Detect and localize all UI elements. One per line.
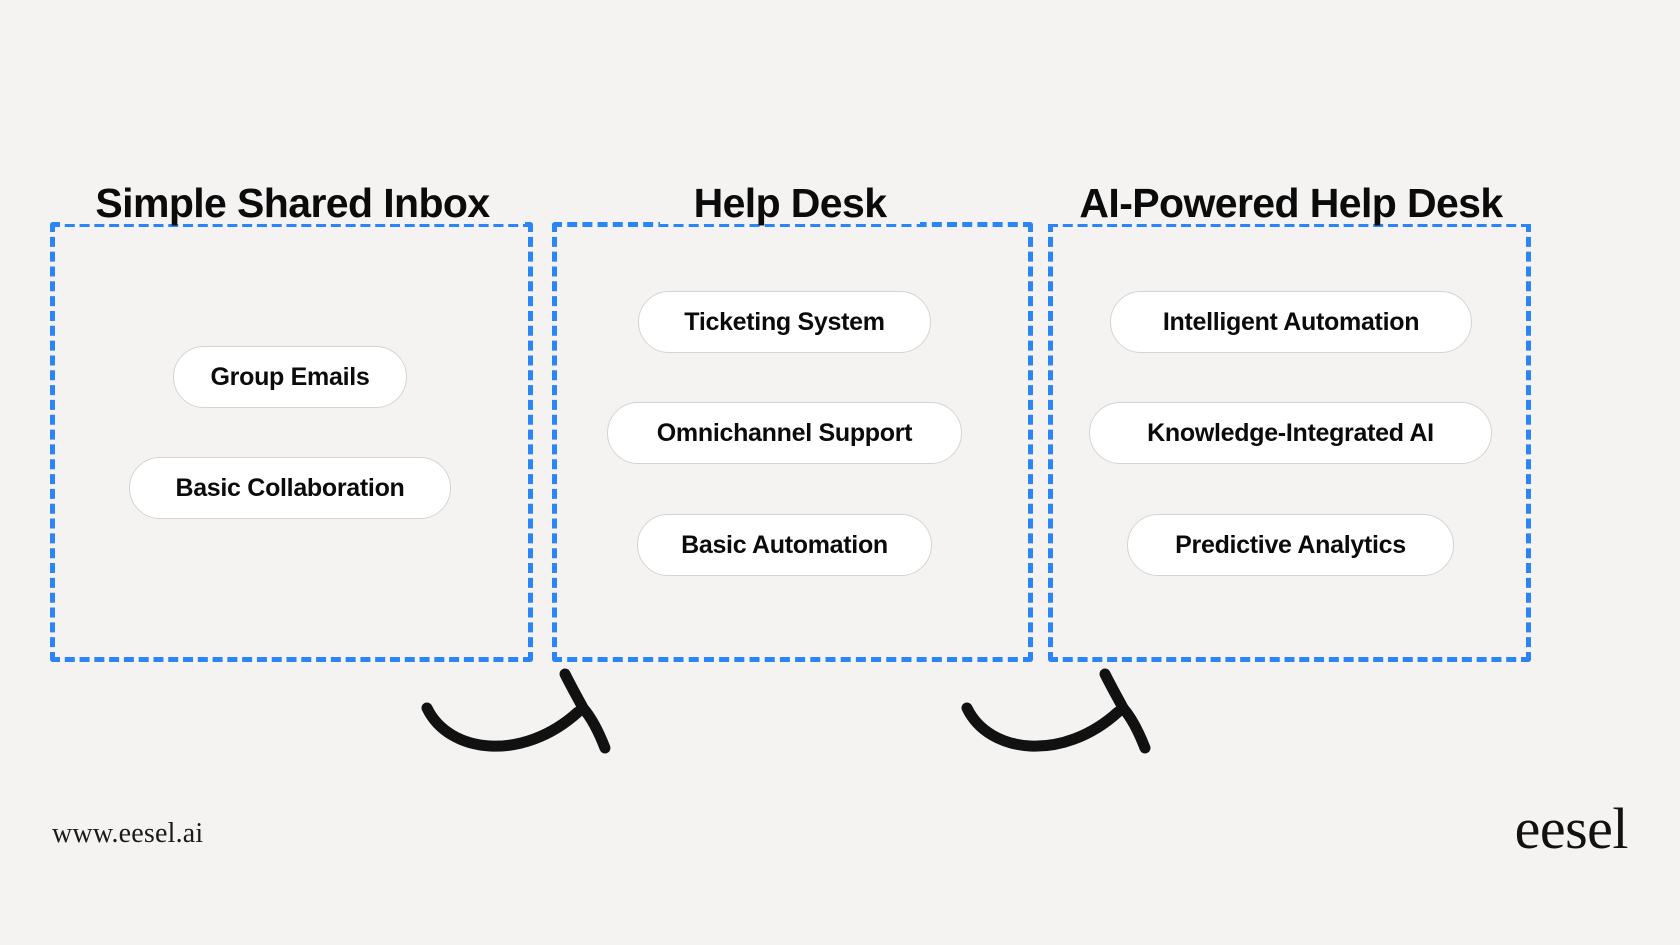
feature-pill-predictive-analytics[interactable]: Predictive Analytics	[1127, 514, 1454, 576]
stage-title-ai-powered-help-desk: AI-Powered Help Desk	[1042, 183, 1540, 224]
feature-pill-omnichannel-support[interactable]: Omnichannel Support	[607, 402, 962, 464]
stage-box-simple-shared-inbox	[50, 222, 533, 662]
feature-pill-basic-automation[interactable]: Basic Automation	[637, 514, 932, 576]
feature-pill-knowledge-integrated-ai[interactable]: Knowledge-Integrated AI	[1089, 402, 1492, 464]
brand-logo: eesel	[1514, 796, 1629, 861]
site-url-label: www.eesel.ai	[52, 818, 204, 849]
feature-pill-ticketing-system[interactable]: Ticketing System	[638, 291, 931, 353]
stage-box-help-desk	[552, 222, 1033, 662]
curved-arrow-right-icon	[421, 668, 611, 754]
curved-arrow-right-icon	[961, 668, 1151, 754]
feature-pill-intelligent-automation[interactable]: Intelligent Automation	[1110, 291, 1472, 353]
feature-pill-basic-collaboration[interactable]: Basic Collaboration	[129, 457, 451, 519]
stage-box-ai-powered-help-desk	[1048, 222, 1531, 662]
stage-title-help-desk: Help Desk	[660, 183, 920, 224]
feature-pill-group-emails[interactable]: Group Emails	[173, 346, 407, 408]
stage-title-simple-shared-inbox: Simple Shared Inbox	[60, 183, 525, 224]
